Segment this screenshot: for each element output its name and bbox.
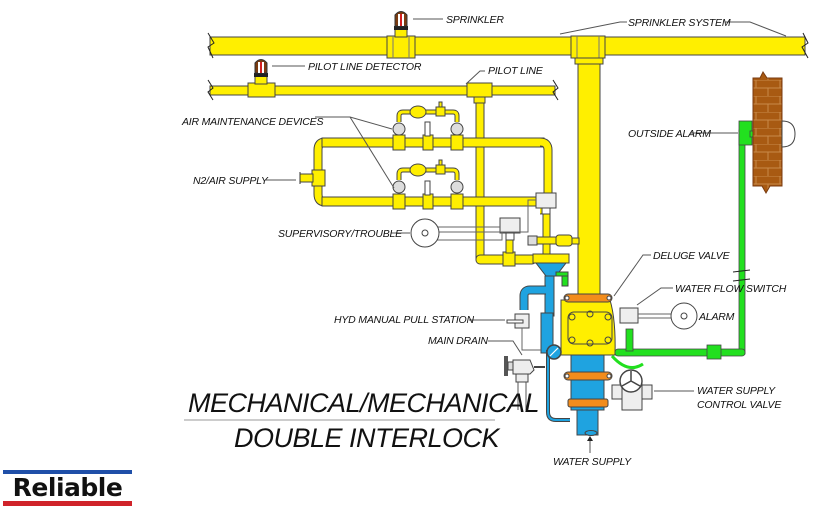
logo-bar-blue (3, 470, 132, 474)
pilot-actuator (527, 213, 580, 287)
pilot-line-detector-icon (254, 59, 268, 85)
water-flow-switch-icon (619, 307, 671, 324)
label-hyd-manual-pull-station: HYD MANUAL PULL STATION (334, 314, 475, 326)
pressure-gauge-icon (546, 344, 562, 360)
water-supply-control-valve-icon (611, 369, 653, 411)
label-n2-air-supply: N2/AIR SUPPLY (193, 175, 269, 187)
water-trim-blue (519, 275, 570, 422)
alarm-bell-icon (670, 302, 698, 330)
label-deluge-valve: DELUGE VALVE (653, 250, 731, 262)
outside-alarm-bell-icon (781, 120, 796, 148)
brick-wall (752, 71, 783, 195)
leader-lines (266, 18, 787, 453)
air-maintenance-device-lower (392, 159, 464, 210)
label-water-supply-control-valve-line1: WATER SUPPLY (697, 385, 776, 397)
logo-text: Reliable (12, 473, 123, 502)
deluge-valve-body (560, 293, 616, 436)
label-water-supply-control-valve-line2: CONTROL VALVE (697, 399, 782, 411)
title-line-1: MECHANICAL/MECHANICAL (188, 388, 539, 418)
air-maintenance-device-upper (392, 101, 464, 151)
label-outside-alarm: OUTSIDE ALARM (628, 128, 711, 140)
label-pilot-line-detector: PILOT LINE DETECTOR (308, 61, 422, 73)
logo-bar-red (3, 501, 132, 506)
label-supervisory-trouble: SUPERVISORY/TROUBLE (278, 228, 403, 240)
label-sprinkler-system: SPRINKLER SYSTEM (628, 17, 731, 29)
riser-pipe (577, 63, 601, 295)
main-drain-valve-icon (504, 356, 545, 410)
label-pilot-line: PILOT LINE (488, 65, 544, 77)
supervisory-switches (437, 192, 557, 241)
sprinkler-system-pipe (207, 32, 809, 65)
label-air-maintenance-devices: AIR MAINTENANCE DEVICES (181, 116, 323, 128)
label-main-drain: MAIN DRAIN (428, 335, 488, 347)
label-water-supply: WATER SUPPLY (553, 456, 632, 468)
title-line-2: DOUBLE INTERLOCK (234, 423, 501, 453)
label-sprinkler: SPRINKLER (446, 14, 504, 26)
sprinkler-head-icon (394, 11, 408, 38)
label-water-flow-switch: WATER FLOW SWITCH (675, 283, 787, 295)
supervisory-bell-icon (410, 218, 440, 248)
label-alarm: ALARM (698, 311, 735, 323)
hyd-manual-pull-station-icon (506, 313, 541, 351)
reliable-logo: Reliable (3, 470, 132, 507)
